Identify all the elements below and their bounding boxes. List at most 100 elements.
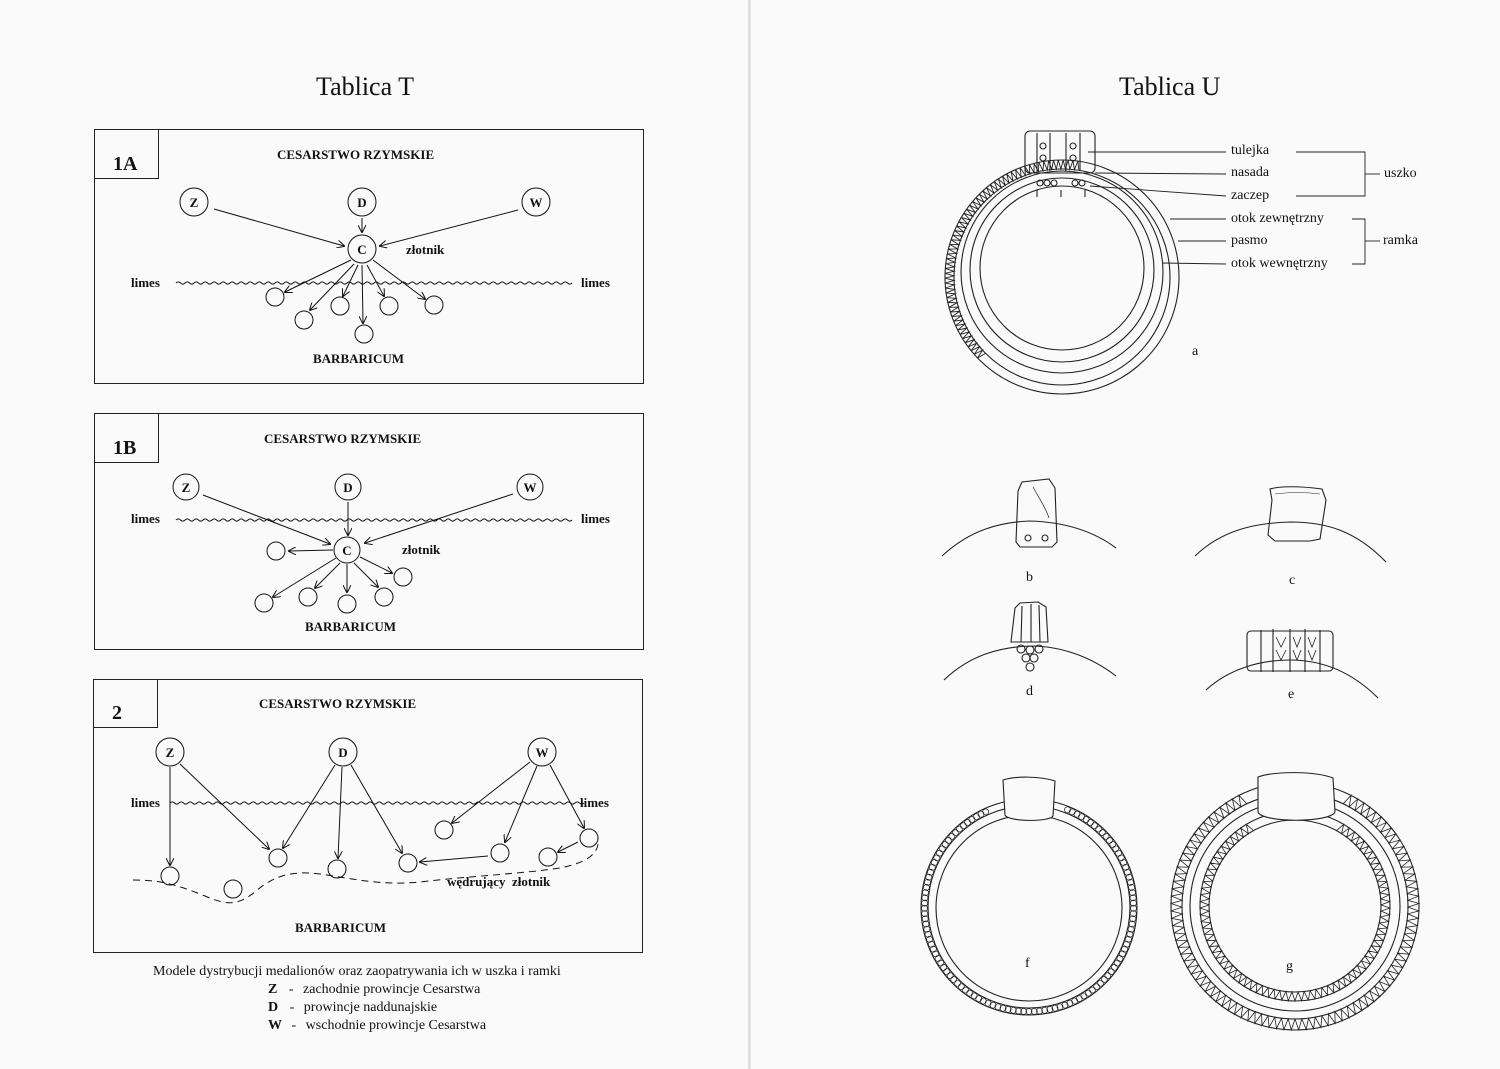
- node-d: [347, 187, 377, 217]
- arrow: [179, 763, 269, 849]
- site: [538, 847, 558, 867]
- legend-text: wschodnie prowincje Cesarstwa: [305, 1018, 487, 1033]
- arrow: [315, 562, 341, 588]
- label-otok-wewnetrzny: otok wewnętrzny: [1231, 256, 1328, 271]
- legend-sep: -: [289, 1000, 295, 1015]
- site: [330, 296, 350, 316]
- legend-row-w: W - wschodnie prowincje Cesarstwa: [268, 1018, 486, 1034]
- limes-wave: [175, 518, 573, 522]
- label-nasada: nasada: [1231, 165, 1270, 180]
- site: [424, 295, 444, 315]
- node-c-label: C: [357, 242, 366, 257]
- arrow: [549, 764, 584, 828]
- legend-key: D: [268, 1000, 279, 1015]
- figure-label-e: e: [1288, 687, 1295, 702]
- empire-label: CESARSTWO RZYMSKIE: [277, 147, 435, 162]
- figure-label-c: c: [1289, 573, 1296, 588]
- site: [294, 310, 314, 330]
- arrow: [452, 761, 531, 823]
- pendant-a-drawing: [944, 130, 1180, 395]
- arrow: [338, 766, 343, 858]
- arrow: [285, 259, 352, 292]
- arrow: [420, 855, 489, 862]
- arrow: [213, 208, 344, 246]
- site: [266, 541, 286, 561]
- wandering-route: [132, 837, 599, 904]
- site: [379, 296, 399, 316]
- arrow: [362, 264, 363, 323]
- site: [398, 853, 418, 873]
- limes-left-label: limes: [131, 275, 160, 290]
- arrow: [350, 764, 402, 853]
- site: [160, 866, 180, 886]
- panel-number: 2: [94, 680, 158, 728]
- arrow: [558, 841, 579, 852]
- label-tulejka: tulejka: [1231, 143, 1270, 158]
- site: [579, 828, 599, 848]
- label-pasmo: pasmo: [1231, 233, 1268, 248]
- node-z: [155, 737, 185, 767]
- figure-label-g: g: [1286, 959, 1293, 974]
- goldsmith-label: złotnik: [406, 242, 445, 257]
- barbaricum-label: BARBARICUM: [295, 920, 386, 935]
- limes-right-label: limes: [581, 275, 610, 290]
- pendant-f-drawing: [920, 776, 1138, 1016]
- arrow: [353, 562, 378, 587]
- limes-wave: [169, 801, 585, 805]
- pendant-c-drawing: [1194, 486, 1387, 563]
- legend-sep: -: [291, 1018, 297, 1033]
- legend-row-d: D - prowincje naddunajskie: [268, 1000, 437, 1016]
- limes-right-label: limes: [581, 511, 610, 526]
- group-label-uszko: uszko: [1384, 166, 1417, 181]
- node-d-label: D: [357, 195, 366, 210]
- arrow: [343, 264, 359, 296]
- legend-key: Z: [268, 982, 278, 997]
- site: [327, 859, 347, 879]
- node-w-label: W: [530, 195, 543, 210]
- pendant-d-drawing: [943, 601, 1117, 681]
- node-d-label: D: [343, 480, 352, 495]
- figure-label-b: b: [1026, 570, 1033, 585]
- pendant-e-drawing: [1205, 629, 1379, 699]
- left-page-title: Tablica T: [316, 72, 415, 101]
- site: [434, 820, 454, 840]
- caption-title: Modele dystrybucji medalionów oraz zaopa…: [153, 964, 561, 979]
- node-z-label: Z: [166, 745, 175, 760]
- pendant-b-drawing: [941, 478, 1117, 557]
- site: [393, 567, 413, 587]
- node-w: [516, 473, 544, 501]
- right-page-title: Tablica U: [1119, 72, 1221, 101]
- figure-label-a: a: [1192, 344, 1199, 359]
- site: [490, 843, 510, 863]
- arrow: [273, 557, 337, 597]
- limes-right-label: limes: [580, 795, 609, 810]
- node-c-label: C: [342, 543, 351, 558]
- pointer-lines: [1088, 151, 1380, 265]
- arrow: [505, 765, 538, 842]
- empire-label: CESARSTWO RZYMSKIE: [259, 696, 417, 711]
- node-w-label: W: [524, 480, 537, 495]
- group-label-ramka: ramka: [1383, 233, 1418, 248]
- figure-label-d: d: [1026, 684, 1033, 699]
- wandering-goldsmith-label: wędrujący złotnik: [447, 874, 551, 889]
- site: [265, 287, 285, 307]
- figure-label-f: f: [1025, 956, 1030, 971]
- arrow: [366, 264, 384, 296]
- node-w: [527, 737, 557, 767]
- site: [298, 587, 318, 607]
- panel-2: 2: [93, 679, 643, 953]
- legend-row-z: Z - zachodnie prowincje Cesarstwa: [268, 982, 480, 998]
- panel-1a: 1A: [94, 129, 644, 384]
- barbaricum-label: BARBARICUM: [313, 351, 404, 366]
- site: [268, 848, 288, 868]
- arrow: [372, 259, 425, 299]
- legend-sep: -: [288, 982, 294, 997]
- node-w: [521, 187, 551, 217]
- site: [254, 593, 274, 613]
- pendant-drawings: [920, 130, 1421, 1032]
- arrow: [283, 764, 336, 848]
- panel-number: 1B: [95, 414, 159, 463]
- panel-1b: 1B: [94, 413, 644, 650]
